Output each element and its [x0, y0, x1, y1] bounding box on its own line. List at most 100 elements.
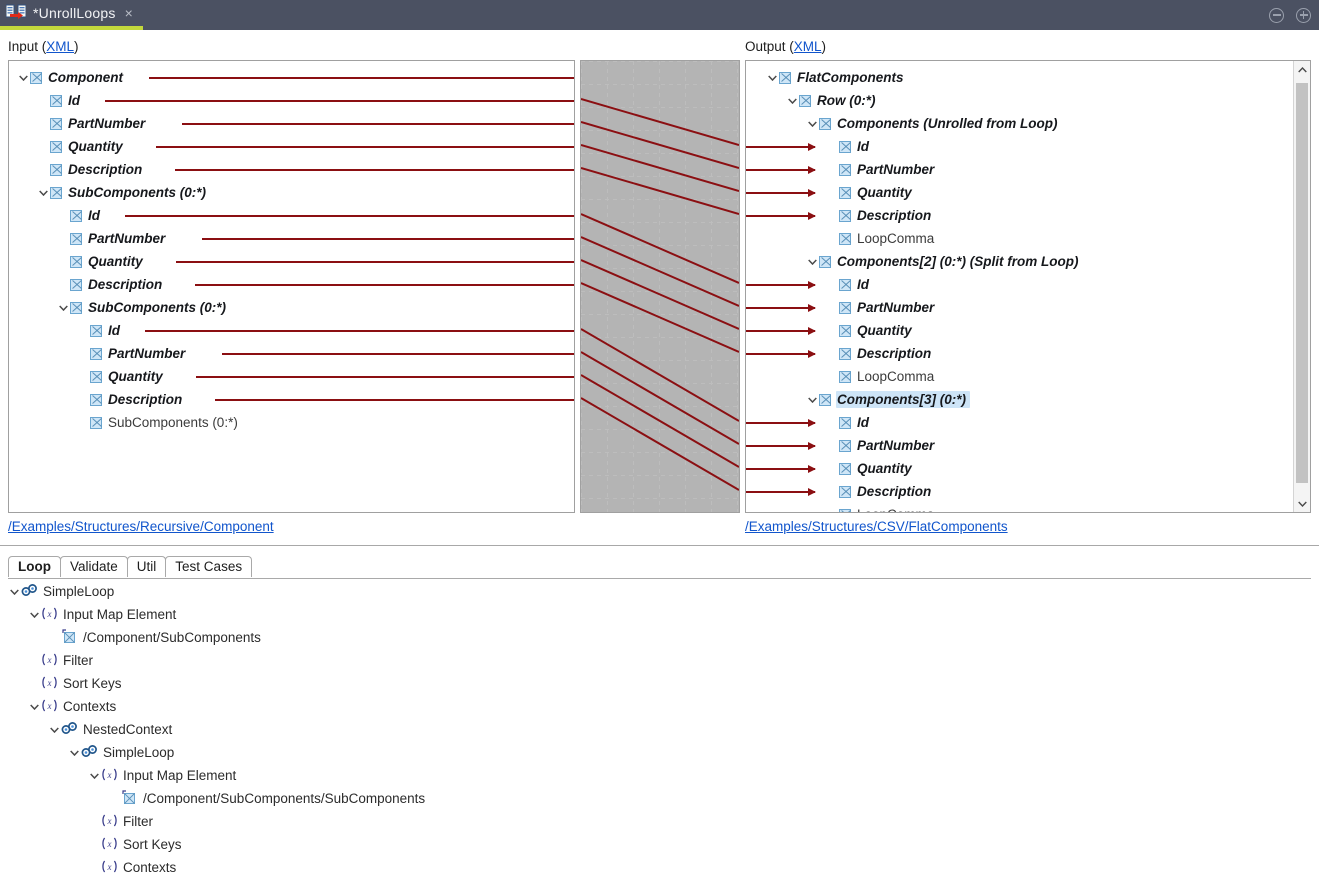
input-tree-row[interactable]: Id [17, 319, 574, 342]
input-tree-row[interactable]: Quantity [17, 250, 574, 273]
chevron-down-icon[interactable] [28, 695, 41, 718]
checkbox-icon[interactable] [839, 462, 851, 475]
input-tree-row[interactable]: Quantity [17, 135, 574, 158]
checkbox-icon[interactable] [839, 508, 851, 512]
output-tree-row[interactable]: Components[2] (0:*) (Split from Loop) [752, 250, 1293, 273]
input-tree-row[interactable]: Description [17, 158, 574, 181]
checkbox-icon[interactable] [839, 485, 851, 498]
input-tree-row[interactable]: Description [17, 388, 574, 411]
checkbox-icon[interactable] [90, 324, 102, 337]
output-tree-row[interactable]: PartNumber [746, 434, 1293, 457]
tab-validate[interactable]: Validate [60, 556, 128, 577]
output-tree-row-selected[interactable]: Components[3] (0:*) [752, 388, 1293, 411]
checkbox-icon[interactable] [50, 117, 62, 130]
output-tree-row[interactable]: Description [746, 204, 1293, 227]
checkbox-icon[interactable] [70, 255, 82, 268]
output-xml-link[interactable]: XML [793, 39, 822, 54]
input-tree-row[interactable]: PartNumber [17, 112, 574, 135]
output-tree-row[interactable]: LoopComma [752, 365, 1293, 388]
checkbox-icon[interactable] [839, 439, 851, 452]
checkbox-icon[interactable] [819, 255, 831, 268]
chevron-up-icon[interactable] [1294, 61, 1310, 78]
chevron-down-icon[interactable] [806, 112, 819, 135]
chevron-down-icon[interactable] [1294, 495, 1310, 512]
checkbox-icon[interactable] [819, 393, 831, 406]
checkbox-icon[interactable] [799, 94, 811, 107]
input-tree-row[interactable]: SubComponents (0:*) [17, 296, 574, 319]
checkbox-icon[interactable] [90, 370, 102, 383]
checkbox-icon[interactable] [839, 163, 851, 176]
input-tree-row[interactable]: Description [17, 273, 574, 296]
output-tree-row[interactable]: Quantity [746, 457, 1293, 480]
output-tree-row[interactable]: Id [746, 273, 1293, 296]
checkbox-icon[interactable] [70, 209, 82, 222]
mapping-canvas[interactable] [580, 60, 740, 513]
input-tree-row[interactable]: Component [17, 66, 574, 89]
plus-circle-icon[interactable] [1296, 7, 1311, 23]
output-vertical-scrollbar[interactable] [1293, 61, 1310, 512]
output-path-link[interactable]: /Examples/Structures/CSV/FlatComponents [745, 519, 1008, 534]
checkbox-icon[interactable] [50, 163, 62, 176]
checkbox-icon[interactable] [839, 347, 851, 360]
checkbox-icon[interactable] [50, 94, 62, 107]
checkbox-icon[interactable] [839, 301, 851, 314]
checkbox-icon[interactable] [839, 232, 851, 245]
tab-test-cases[interactable]: Test Cases [165, 556, 253, 577]
output-tree-row[interactable]: Row (0:*) [752, 89, 1293, 112]
checkbox-icon[interactable] [50, 140, 62, 153]
checkbox-icon[interactable] [30, 71, 42, 84]
loop-tree-row[interactable]: /Component/SubComponents [8, 626, 1319, 649]
checkbox-icon[interactable] [90, 416, 102, 429]
scrollbar-thumb[interactable] [1296, 83, 1308, 483]
checkbox-icon[interactable] [839, 186, 851, 199]
checkbox-icon[interactable] [70, 232, 82, 245]
tab-loop[interactable]: Loop [8, 556, 61, 577]
checkbox-icon[interactable] [90, 393, 102, 406]
chevron-down-icon[interactable] [8, 580, 21, 603]
input-tree-row[interactable]: PartNumber [17, 227, 574, 250]
input-tree-row[interactable]: SubComponents (0:*) [17, 181, 574, 204]
checkbox-icon[interactable] [90, 347, 102, 360]
output-tree-row[interactable]: Quantity [746, 319, 1293, 342]
output-tree-row[interactable]: Components (Unrolled from Loop) [752, 112, 1293, 135]
input-path-link[interactable]: /Examples/Structures/Recursive/Component [8, 519, 274, 534]
chevron-down-icon[interactable] [57, 296, 70, 319]
output-tree-row[interactable]: Description [746, 342, 1293, 365]
close-icon[interactable]: × [124, 5, 133, 21]
input-tree-row[interactable]: Quantity [17, 365, 574, 388]
loop-tree-row[interactable]: NestedContext [8, 718, 1319, 741]
checkbox-icon[interactable] [50, 186, 62, 199]
chevron-down-icon[interactable] [68, 741, 81, 764]
tab-util[interactable]: Util [126, 556, 167, 577]
chevron-down-icon[interactable] [28, 603, 41, 626]
loop-tree-row[interactable]: /Component/SubComponents/SubComponents [8, 787, 1319, 810]
output-tree-row[interactable]: FlatComponents [752, 66, 1293, 89]
checkbox-icon[interactable] [839, 324, 851, 337]
output-tree-row[interactable]: LoopComma [752, 227, 1293, 250]
output-tree-row[interactable]: Quantity [746, 181, 1293, 204]
output-tree-row[interactable]: Description [746, 480, 1293, 503]
input-tree-row[interactable]: PartNumber [17, 342, 574, 365]
chevron-down-icon[interactable] [48, 718, 61, 741]
checkbox-icon[interactable] [70, 301, 82, 314]
input-tree-row[interactable]: Id [17, 204, 574, 227]
chevron-down-icon[interactable] [17, 66, 30, 89]
output-tree-row[interactable]: PartNumber [746, 296, 1293, 319]
input-tree-row[interactable]: SubComponents (0:*) [17, 411, 574, 434]
chevron-down-icon[interactable] [806, 250, 819, 273]
output-tree-row[interactable]: LoopComma [752, 503, 1293, 512]
input-tree-row[interactable]: Id [17, 89, 574, 112]
checkbox-icon[interactable] [819, 117, 831, 130]
checkbox-icon[interactable] [779, 71, 791, 84]
checkbox-icon[interactable] [839, 370, 851, 383]
checkbox-icon[interactable] [839, 209, 851, 222]
